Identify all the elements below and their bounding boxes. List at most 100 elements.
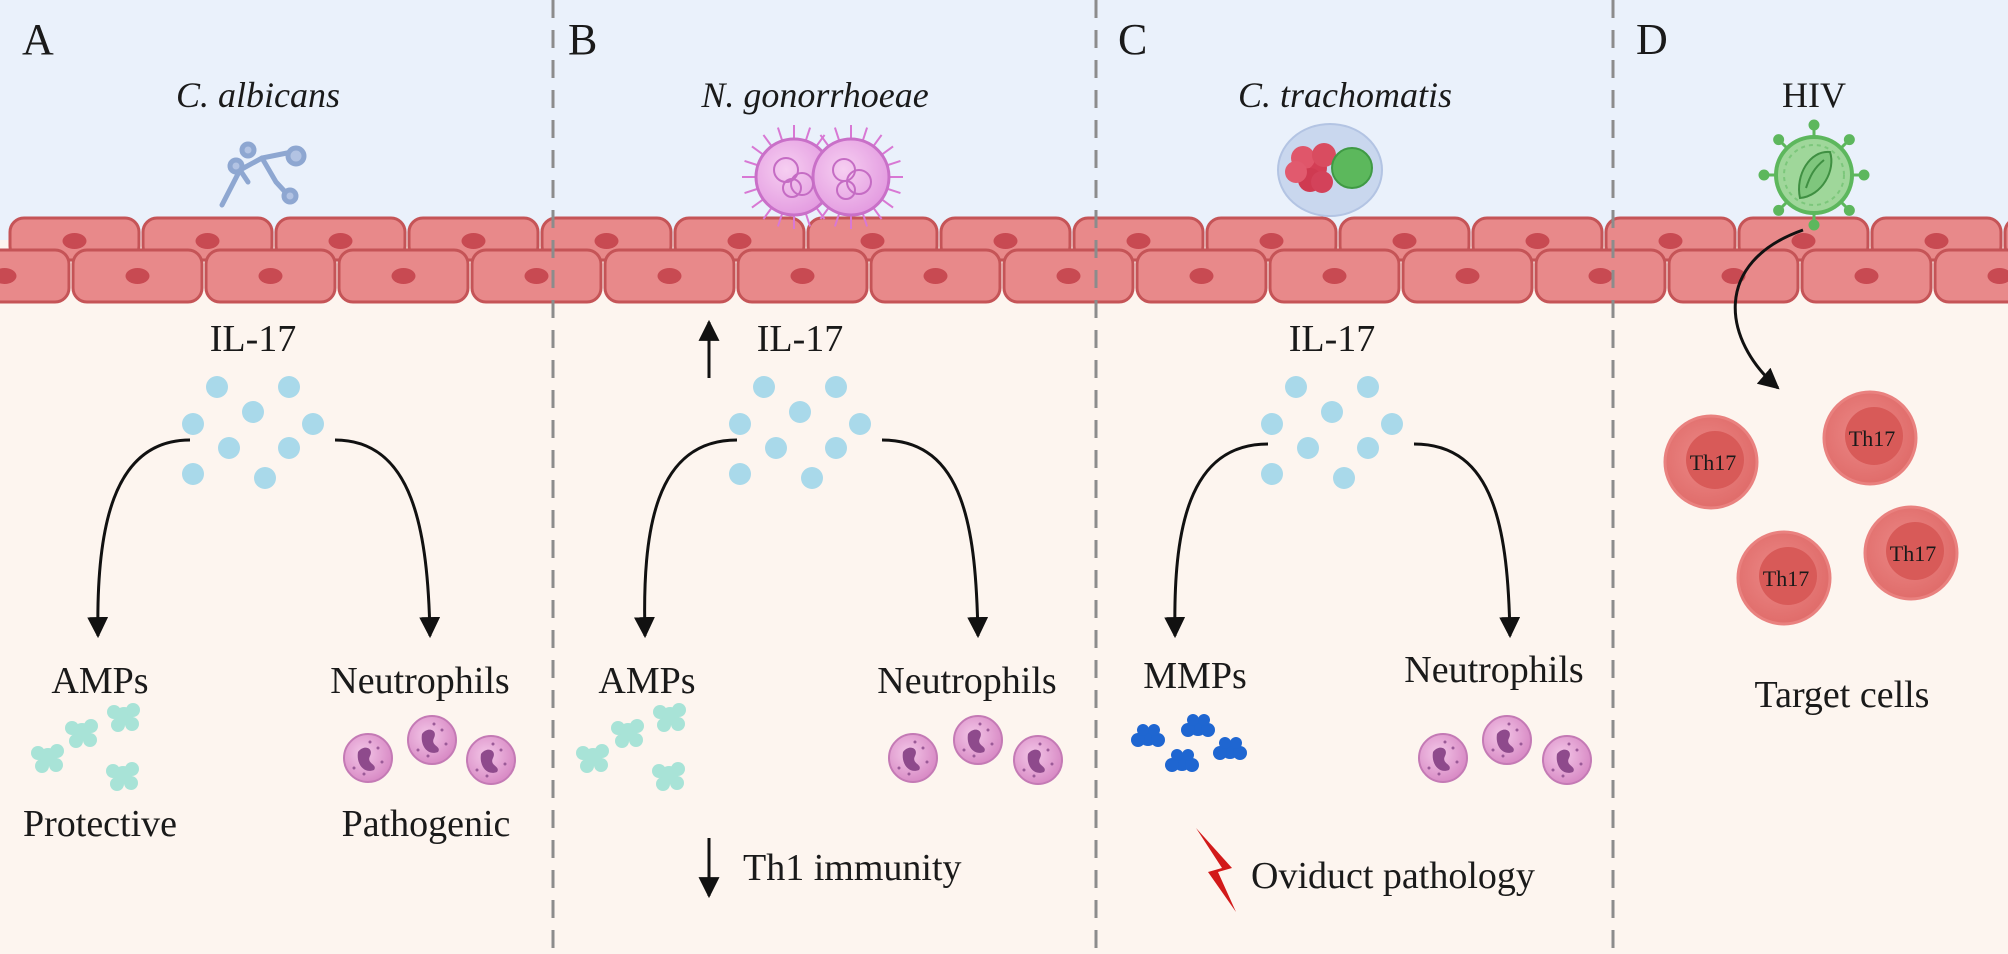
epithelial-cell: [1401, 248, 1534, 304]
il17-cluster: [1261, 376, 1403, 489]
mmp-molecule: [1131, 724, 1165, 747]
amp-molecule: [65, 719, 98, 748]
arrow-to-neutrophils: [1413, 442, 1521, 639]
diplococcus-icon: [742, 125, 903, 229]
neutrophil-cell: [953, 715, 1003, 765]
candida-hyphae-icon: [219, 141, 307, 208]
amp-molecule: [576, 744, 609, 773]
th17-cell-label: Th17: [1763, 566, 1809, 591]
th17-cell-label: Th17: [1890, 541, 1936, 566]
neutrophil-cell: [888, 733, 938, 783]
il17-molecule: [218, 437, 240, 459]
entry-arrow: [1733, 228, 1804, 390]
arrow-to-amps: [87, 438, 191, 639]
neutrophil-cell: [1542, 735, 1592, 785]
il17-molecule: [254, 467, 276, 489]
oviduct-pathology-label: Oviduct pathology: [1251, 855, 1535, 897]
panel-dividers: [551, 0, 1615, 954]
chlamydia-inclusion-icon: [1277, 123, 1383, 217]
epithelial-cell: [204, 248, 337, 304]
cytokine-label: IL-17: [210, 318, 297, 360]
cytokine-label: IL-17: [1289, 318, 1376, 360]
th17-cell: Th17: [1863, 505, 1959, 601]
th17-cell-label: Th17: [1849, 426, 1895, 451]
amp-molecule: [611, 719, 644, 748]
amp-molecule: [652, 762, 685, 791]
epithelial-cell: [603, 248, 736, 304]
neutrophil-cells: [343, 715, 516, 785]
cytokine-label: IL-17: [757, 318, 844, 360]
il17-molecule: [729, 463, 751, 485]
protective-outcome: Protective: [23, 803, 177, 845]
il17-molecule: [1285, 376, 1307, 398]
il17-molecule: [729, 413, 751, 435]
lumen-background: [0, 0, 2008, 240]
mmp-molecule: [1165, 749, 1199, 772]
panel-letter: C: [1118, 15, 1147, 64]
amp-molecules: [576, 703, 686, 791]
epithelial-cell: [1268, 248, 1401, 304]
epithelial-cell: [470, 248, 603, 304]
organism-name: HIV: [1782, 75, 1846, 115]
il17-molecule: [182, 463, 204, 485]
epithelial-cell: [1800, 248, 1933, 304]
il17-molecule: [753, 376, 775, 398]
neutrophils-label: Neutrophils: [330, 660, 509, 702]
th17-cell: Th17: [1822, 390, 1918, 486]
il17-molecule: [1297, 437, 1319, 459]
mmp-molecule: [1181, 714, 1215, 737]
il17-molecule: [182, 413, 204, 435]
epithelial-cell: [2003, 221, 2008, 257]
organism-name: N. gonorrhoeae: [700, 75, 928, 115]
il17-molecule: [1381, 413, 1403, 435]
neutrophils-label: Neutrophils: [1404, 649, 1583, 691]
il17-cluster: [729, 376, 871, 489]
panel-b: B N. gonorrhoeae IL-17 AMPs Neutrophils …: [568, 15, 1063, 899]
il17-molecule: [1321, 401, 1343, 423]
il17-molecule: [1261, 413, 1283, 435]
il17-molecule: [242, 401, 264, 423]
arrow-to-mmps: [1164, 442, 1269, 639]
il17-molecule: [1357, 376, 1379, 398]
neutrophil-cell: [343, 733, 393, 783]
il17-cluster: [182, 376, 324, 489]
target-cells-label: Target cells: [1755, 674, 1930, 716]
epithelial-cell: [71, 248, 204, 304]
arrow-to-neutrophils: [881, 438, 989, 639]
neutrophil-cell: [407, 715, 457, 765]
epithelial-cell: [1135, 248, 1268, 304]
epithelial-cell: [0, 248, 71, 304]
lightning-icon: [1196, 828, 1236, 912]
neutrophils-label: Neutrophils: [877, 660, 1056, 702]
pathogenic-outcome: Pathogenic: [342, 803, 511, 845]
il17-molecule: [1333, 467, 1355, 489]
organism-name: C. trachomatis: [1238, 75, 1452, 115]
neutrophil-cell: [1418, 733, 1468, 783]
il17-molecule: [825, 376, 847, 398]
amp-molecule: [107, 703, 140, 732]
panel-a: A C. albicans IL-17 AMPs Neutrophils Pro…: [22, 15, 516, 845]
amp-molecule: [106, 762, 139, 791]
amp-molecule: [31, 744, 64, 773]
epithelium-layer: [0, 216, 2008, 304]
hiv-virion-icon: [1758, 119, 1870, 231]
mmps-label: MMPs: [1143, 655, 1247, 697]
il17-molecule: [801, 467, 823, 489]
il17-molecule: [789, 401, 811, 423]
amps-label: AMPs: [51, 660, 148, 702]
th17-cell: Th17: [1736, 530, 1832, 626]
il17-molecule: [278, 437, 300, 459]
panel-c: C C. trachomatis IL-17 MMPs Neutrophils …: [1118, 15, 1592, 912]
th1-immunity-label: Th1 immunity: [743, 847, 962, 889]
epithelial-cell: [869, 248, 1002, 304]
neutrophil-cells: [888, 715, 1063, 785]
epithelial-cell: [1002, 248, 1135, 304]
panel-letter: A: [22, 15, 54, 64]
th17-cell-label: Th17: [1690, 450, 1736, 475]
il17-molecule: [302, 413, 324, 435]
amp-molecules: [31, 703, 140, 791]
arrow-to-neutrophils: [334, 438, 441, 639]
